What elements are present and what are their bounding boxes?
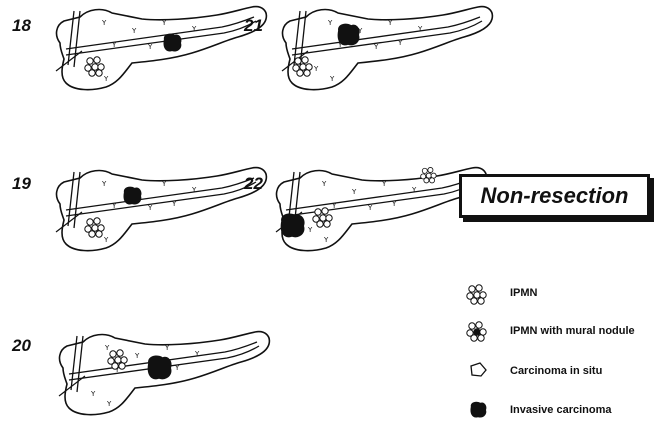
- case-label-19: 19: [12, 174, 31, 194]
- case-label-22: 22: [244, 174, 263, 194]
- legend-label-invasive-carcinoma: Invasive carcinoma: [510, 404, 612, 416]
- pancreas-case-18: [56, 7, 266, 90]
- pancreas-case-19: [56, 168, 266, 251]
- case-label-21: 21: [244, 16, 263, 36]
- legend-label-carcinoma-in-situ: Carcinoma in situ: [510, 365, 602, 377]
- pancreas-case-22: [276, 167, 486, 250]
- ipmn-mural-nodule-icon: [467, 322, 486, 341]
- pancreas-case-20: [59, 332, 269, 415]
- legend-label-ipmn: IPMN: [510, 287, 538, 299]
- carcinoma-in-situ-icon: [471, 363, 486, 376]
- pancreas-case-21: [282, 7, 492, 90]
- non-resection-title: Non-resection: [459, 174, 650, 218]
- ipmn-icon: [467, 285, 486, 304]
- invasive-carcinoma-icon: [470, 402, 486, 418]
- case-label-20: 20: [12, 336, 31, 356]
- case-label-18: 18: [12, 16, 31, 36]
- legend-label-ipmn-mural-nodule: IPMN with mural nodule: [510, 325, 635, 337]
